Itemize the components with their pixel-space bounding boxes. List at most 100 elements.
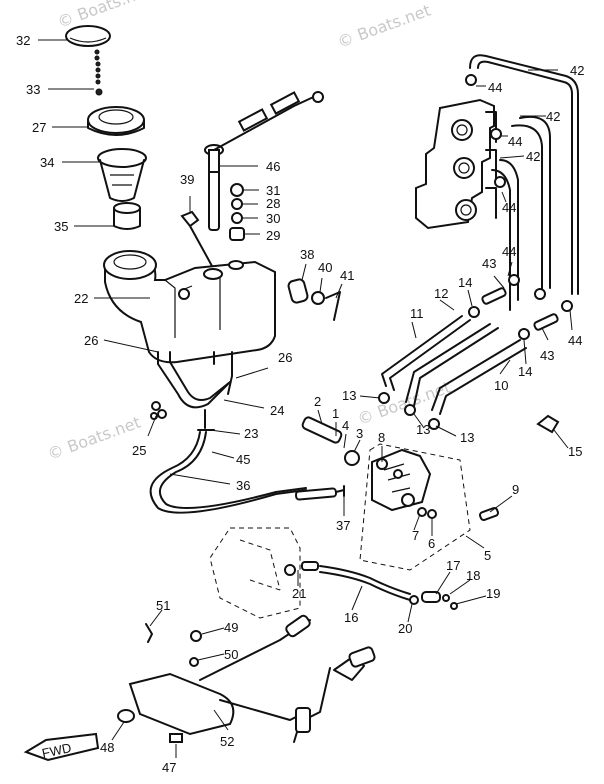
- callout-47: 47: [162, 760, 176, 775]
- part-18: [442, 594, 450, 602]
- callout-19: 19: [486, 586, 500, 601]
- callout-42-top: 42: [570, 63, 584, 78]
- bolt-part-41: [325, 291, 341, 321]
- callout-42-low: 42: [526, 149, 540, 164]
- callout-21: 21: [292, 586, 306, 601]
- hose-part-26a: [157, 351, 229, 409]
- fitting-part-15: [536, 414, 560, 434]
- clip-part-14: [468, 306, 530, 340]
- screw-part-39: [180, 210, 200, 228]
- callout-26-right: 26: [278, 350, 292, 365]
- joint-part-43: [481, 274, 559, 331]
- callout-46: 46: [266, 159, 280, 174]
- callout-44-a: 44: [488, 80, 502, 95]
- callout-38: 38: [300, 247, 314, 262]
- tank-fitting: [203, 268, 223, 280]
- control-linkage: [117, 614, 376, 743]
- callout-44-c: 44: [502, 200, 516, 215]
- engine-block-sketch: [209, 527, 458, 619]
- callout-10: 10: [494, 378, 508, 393]
- fuel-pump-assembly: [301, 416, 499, 571]
- part-9: [479, 507, 499, 521]
- gasket-part-27: [87, 106, 145, 134]
- cap-part-32: [65, 25, 111, 47]
- callout-14-b: 14: [518, 364, 532, 379]
- callout-33: 33: [26, 82, 40, 97]
- callout-52: 52: [220, 734, 234, 749]
- callout-14-a: 14: [458, 275, 472, 290]
- washer-part-40: [311, 291, 325, 305]
- watermark-middle-left: © Boats.net: [45, 413, 143, 464]
- fitting-part-21: [301, 561, 319, 571]
- hose-part-11: [405, 323, 491, 403]
- callout-16: 16: [344, 610, 358, 625]
- callout-48: 48: [100, 740, 114, 755]
- callout-13-left: 13: [342, 388, 356, 403]
- callout-6: 6: [428, 536, 435, 551]
- link-part-51: [145, 623, 153, 643]
- hose-part-12: [381, 315, 463, 387]
- callout-43-b: 43: [540, 348, 554, 363]
- callout-42-mid: 42: [546, 109, 560, 124]
- callout-22: 22: [74, 291, 88, 306]
- callout-45: 45: [236, 452, 250, 467]
- primer-line-part-16: [319, 565, 411, 595]
- callout-4: 4: [342, 418, 349, 433]
- callout-44-e: 44: [568, 333, 582, 348]
- callout-11: 11: [410, 306, 424, 321]
- hose-part-10: [431, 339, 521, 411]
- pump-kit-outline-part-5: [359, 443, 471, 571]
- clip-part-44: [465, 74, 573, 312]
- part-3: [344, 450, 360, 466]
- callout-30: 30: [266, 211, 280, 226]
- callout-1: 1: [332, 406, 339, 421]
- callout-36: 36: [236, 478, 250, 493]
- callout-23: 23: [244, 426, 258, 441]
- fwd-label: FWD: [41, 740, 73, 761]
- callout-25: 25: [132, 443, 146, 458]
- filler-neck-part-34: [97, 148, 147, 202]
- bolt-part-49: [190, 630, 202, 642]
- callout-41: 41: [340, 268, 354, 283]
- callout-49: 49: [224, 620, 238, 635]
- part-20: [409, 595, 419, 605]
- clip-part-13: [378, 392, 440, 430]
- callout-43-a: 43: [482, 256, 496, 271]
- callout-20: 20: [398, 621, 412, 636]
- tank-hardware-stack: [180, 91, 324, 267]
- callout-18: 18: [466, 568, 480, 583]
- grommet-part-29: [229, 227, 245, 241]
- valve-part-17: [421, 591, 441, 603]
- pickup-tube-part-46: [208, 169, 220, 231]
- callout-7: 7: [412, 528, 419, 543]
- hose-group-10-11-12: [381, 315, 527, 415]
- fuel-line-part-42: [469, 54, 579, 311]
- grommet-part-38: [287, 278, 309, 304]
- callout-labels: 32 33 27 34 35 22 26 26 25 24 23 45 36 3…: [16, 33, 584, 775]
- callout-50: 50: [224, 647, 238, 662]
- callout-2: 2: [314, 394, 321, 409]
- watermark-top-right: © Boats.net: [335, 1, 433, 52]
- watermark-top-left: © Boats.net: [55, 0, 153, 32]
- callout-3: 3: [356, 426, 363, 441]
- forward-direction-indicator: FWD: [23, 732, 100, 762]
- fuel-hose-group: [149, 351, 345, 514]
- tank-cap-assembly: [65, 25, 147, 230]
- nut-part-31: [230, 183, 244, 197]
- part-6: [427, 509, 437, 519]
- washer-part-50: [189, 657, 199, 667]
- callout-5: 5: [484, 548, 491, 563]
- filter-part-1: [301, 416, 343, 444]
- clip-part-25: [150, 401, 167, 420]
- callout-31: 31: [266, 183, 280, 198]
- washer-part-30: [231, 212, 243, 224]
- bracket: [128, 672, 235, 736]
- callout-32: 32: [16, 33, 30, 48]
- callout-29: 29: [266, 228, 280, 243]
- callout-39: 39: [180, 172, 194, 187]
- strainer-part-35: [113, 202, 141, 230]
- callout-26-left: 26: [84, 333, 98, 348]
- fuel-gauge-rod: [213, 93, 321, 151]
- callout-35: 35: [54, 219, 68, 234]
- mount-hardware: [287, 278, 341, 321]
